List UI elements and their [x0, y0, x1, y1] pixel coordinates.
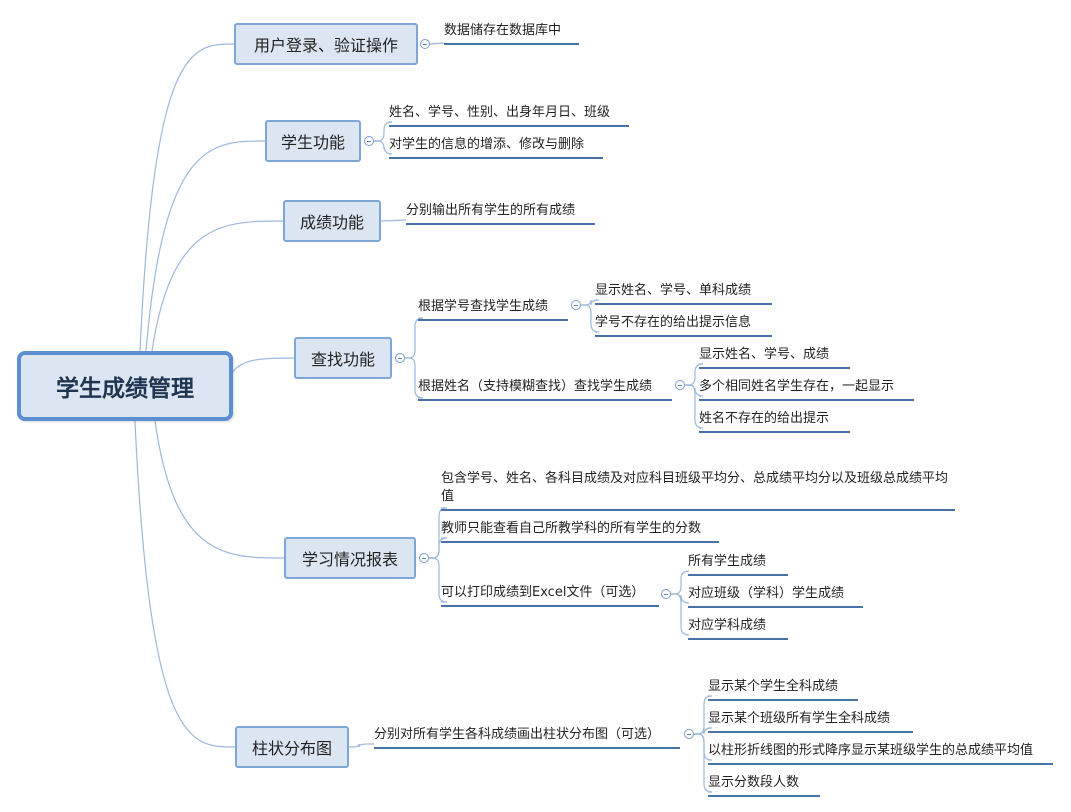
link-root-score: [151, 220, 284, 352]
sub-search-by-name[interactable]: 根据姓名（支持模糊查找）查找学生成绩: [418, 378, 672, 401]
leaf-subject-scores[interactable]: 对应学科成绩: [688, 617, 788, 640]
leaf-show-name-id-score[interactable]: 显示姓名、学号、成绩: [699, 346, 850, 369]
leaf-class-all-subjects[interactable]: 显示某个班级所有学生全科成绩: [708, 710, 913, 733]
branch-student-function[interactable]: 学生功能: [265, 120, 361, 162]
leaf-id-not-found-hint[interactable]: 学号不存在的给出提示信息: [595, 314, 772, 337]
branch-score-function[interactable]: 成绩功能: [283, 200, 381, 242]
link-root-search: [232, 357, 295, 373]
leaf-database-storage[interactable]: 数据储存在数据库中: [444, 22, 579, 45]
branch-search-function[interactable]: 查找功能: [294, 337, 392, 379]
branch-bar-distribution[interactable]: 柱状分布图: [235, 726, 349, 768]
branch-study-report[interactable]: 学习情况报表: [284, 537, 416, 579]
leaf-report-contents[interactable]: 包含学号、姓名、各科目成绩及对应科目班级平均分、总成绩平均分以及班级总成绩平均值: [441, 470, 955, 511]
leaf-student-fields[interactable]: 姓名、学号、性别、出身年月日、班级: [389, 104, 629, 127]
collapse-toggle-icon[interactable]: [395, 353, 405, 363]
collapse-toggle-icon[interactable]: [420, 39, 430, 49]
leaf-all-student-scores[interactable]: 所有学生成绩: [688, 553, 788, 576]
sub-draw-bar-chart[interactable]: 分别对所有学生各科成绩画出柱状分布图（可选）: [374, 726, 680, 749]
link-score-leaf: [380, 219, 407, 222]
leaf-teacher-own-subject[interactable]: 教师只能查看自己所教学科的所有学生的分数: [441, 520, 719, 543]
link-excel-leaf-3: [671, 593, 690, 636]
collapse-toggle-icon[interactable]: [419, 553, 429, 563]
leaf-duplicate-names-shown[interactable]: 多个相同姓名学生存在，一起显示: [699, 378, 914, 401]
leaf-score-band-counts[interactable]: 显示分数段人数: [708, 774, 820, 797]
leaf-show-name-id-single-score[interactable]: 显示姓名、学号、单科成绩: [595, 282, 772, 305]
leaf-class-subject-scores[interactable]: 对应班级（学科）学生成绩: [688, 585, 863, 608]
branch-user-login[interactable]: 用户登录、验证操作: [234, 23, 418, 65]
link-root-user-login: [139, 43, 235, 352]
link-excel-leaf-2: [671, 593, 690, 604]
link-root-bar: [134, 420, 236, 748]
link-login-leaf: [429, 42, 445, 45]
leaf-student-crud[interactable]: 对学生的信息的增添、修改与删除: [389, 136, 603, 159]
collapse-toggle-icon[interactable]: [571, 300, 581, 310]
leaf-name-not-found-hint[interactable]: 姓名不存在的给出提示: [699, 410, 850, 433]
collapse-toggle-icon[interactable]: [684, 729, 694, 739]
root-topic[interactable]: 学生成绩管理: [17, 351, 233, 421]
sub-print-to-excel[interactable]: 可以打印成绩到Excel文件（可选）: [441, 584, 659, 607]
collapse-toggle-icon[interactable]: [364, 136, 374, 146]
link-root-report: [154, 420, 285, 559]
link-root-student: [145, 140, 266, 352]
leaf-line-chart-average[interactable]: 以柱形折线图的形式降序显示某班级学生的总成绩平均值: [708, 742, 1053, 765]
link-bar-sub: [349, 743, 374, 748]
leaf-student-all-subjects[interactable]: 显示某个学生全科成绩: [708, 678, 858, 701]
leaf-output-all-scores[interactable]: 分别输出所有学生的所有成绩: [406, 202, 595, 225]
collapse-toggle-icon[interactable]: [661, 589, 671, 599]
sub-search-by-id[interactable]: 根据学号查找学生成绩: [418, 298, 568, 321]
link-search-sub-1: [405, 317, 424, 359]
link-excel-leaf-1: [671, 570, 690, 595]
collapse-toggle-icon[interactable]: [675, 380, 685, 390]
